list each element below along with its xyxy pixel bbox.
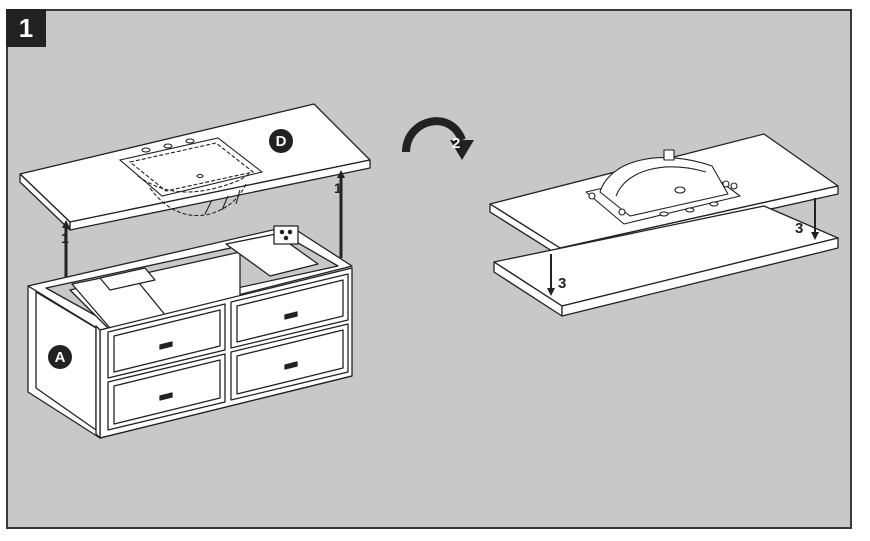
- inverted-sink: [585, 149, 741, 225]
- svg-text:1: 1: [334, 180, 342, 196]
- step-number-badge: 1: [6, 9, 46, 47]
- rotate-arrow: 2: [402, 117, 474, 160]
- lower-arrow-left: 3: [547, 254, 566, 296]
- cabinet-top-slab: [493, 205, 839, 317]
- lower-arrow-right: 3: [795, 198, 819, 240]
- part-d-label: D: [269, 129, 293, 153]
- sink-basin: [118, 137, 264, 217]
- svg-text:D: D: [276, 133, 287, 150]
- vanity-cabinet-a: [27, 225, 353, 439]
- svg-text:3: 3: [558, 275, 566, 292]
- svg-text:2: 2: [452, 135, 460, 152]
- svg-text:1: 1: [61, 230, 69, 246]
- svg-text:3: 3: [795, 220, 803, 237]
- lift-arrow-right: 1: [334, 170, 345, 258]
- svg-text:A: A: [55, 349, 66, 366]
- part-a-label: A: [48, 345, 72, 369]
